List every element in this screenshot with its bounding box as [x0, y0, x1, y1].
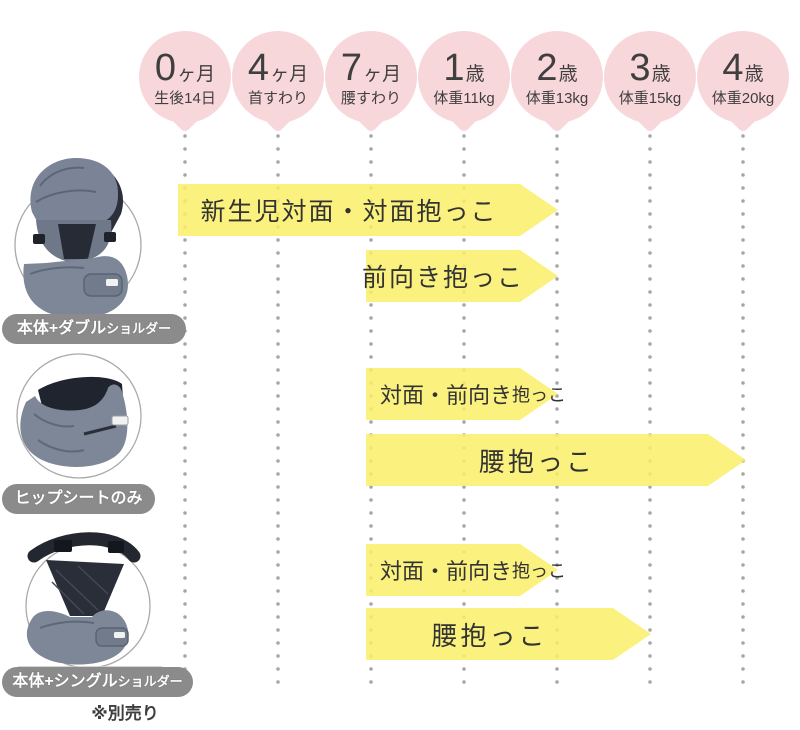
arrow-label-small: 抱っこ: [512, 385, 567, 405]
arrow-shape: [366, 434, 746, 486]
timeline-dotted-line-4months: [276, 134, 280, 690]
milestone-note: 体重15kg: [618, 89, 682, 107]
arrow-shape: [366, 250, 558, 302]
arrow-label: 腰抱っこ: [431, 620, 548, 651]
usage-arrow-hip-hold-single: 腰抱っこ: [366, 608, 651, 660]
timeline-dotted-line-2years: [555, 134, 559, 690]
milestone-note: 腰すわり: [340, 89, 401, 107]
product-label-double-shoulder: 本体+ダブルショルダー: [2, 314, 186, 344]
milestone-number: 2: [536, 46, 557, 89]
balloon-tail: [170, 104, 200, 134]
product-label-main: 本体+ダブル: [16, 320, 107, 337]
milestone-note: 生後14日: [154, 89, 216, 107]
product-image-double-shoulder-carrier: [14, 158, 142, 318]
milestone-note: 体重20kg: [711, 89, 775, 107]
arrow-label: 対面・前向き: [380, 559, 513, 584]
milestone-unit: 歳: [558, 63, 578, 85]
balloon-tail: [449, 104, 479, 134]
sold-separately-note: ※別売り: [91, 704, 159, 723]
milestone-unit: ヶ月: [363, 63, 402, 85]
usage-arrow-face-forward-hold-hipseat: 対面・前向き抱っこ: [366, 368, 566, 420]
usage-arrow-forward-facing-hold: 前向き抱っこ: [362, 250, 558, 302]
arrow-label: 対面・前向き: [380, 383, 513, 408]
product-label-sub: ショルダー: [106, 321, 172, 336]
balloon-tail: [356, 104, 386, 134]
milestone-number: 4: [722, 46, 743, 89]
product-label-single-shoulder: 本体+シングルショルダー: [2, 667, 193, 697]
arrow-shape: [366, 608, 651, 660]
balloon-tail: [263, 104, 293, 134]
milestone-note: 体重11kg: [433, 89, 495, 107]
milestone-number: 0: [154, 46, 176, 89]
milestone-unit: ヶ月: [270, 63, 309, 85]
milestone-note: 首すわり: [247, 89, 308, 107]
arrow-label-small: 抱っこ: [512, 561, 567, 581]
milestone-unit: 歳: [744, 63, 764, 85]
product-label-main: ヒップシートのみ: [14, 490, 143, 507]
arrow-shape: [178, 184, 558, 236]
milestone-number: 4: [247, 46, 269, 89]
balloon-tail: [728, 104, 758, 134]
usage-arrow-face-forward-hold-single: 対面・前向き抱っこ: [366, 544, 566, 596]
timeline-dotted-line-3years: [648, 134, 652, 690]
milestone-unit: ヶ月: [177, 63, 216, 85]
timeline-dotted-line-4years: [741, 134, 745, 690]
arrow-label: 腰抱っこ: [478, 446, 595, 477]
arrow-shape: [366, 544, 558, 596]
arrow-label: 前向き抱っこ: [362, 264, 525, 292]
arrow-shape: [366, 368, 558, 420]
product-image-single-shoulder-carrier: [18, 532, 162, 669]
milestone-note: 体重13kg: [525, 89, 589, 107]
timeline-dotted-line-0months: [183, 134, 187, 690]
milestone-unit: 歳: [651, 63, 671, 85]
product-label-hipseat-only: ヒップシートのみ: [2, 484, 155, 514]
milestone-number: 7: [340, 46, 362, 89]
milestone-unit: 歳: [465, 63, 485, 85]
milestone-number: 3: [629, 46, 650, 89]
product-label-sub: ショルダー: [117, 674, 183, 689]
usage-arrow-newborn-facing-hold: 新生児対面・対面抱っこ: [178, 184, 558, 236]
product-image-hip-seat-only: [16, 353, 142, 479]
usage-arrow-hip-hold-hipseat: 腰抱っこ: [366, 434, 746, 486]
milestone-number: 1: [443, 46, 464, 89]
arrow-label: 新生児対面・対面抱っこ: [200, 198, 498, 226]
balloon-tail: [635, 104, 665, 134]
balloon-tail: [542, 104, 572, 134]
product-label-main: 本体+シングル: [12, 673, 118, 690]
